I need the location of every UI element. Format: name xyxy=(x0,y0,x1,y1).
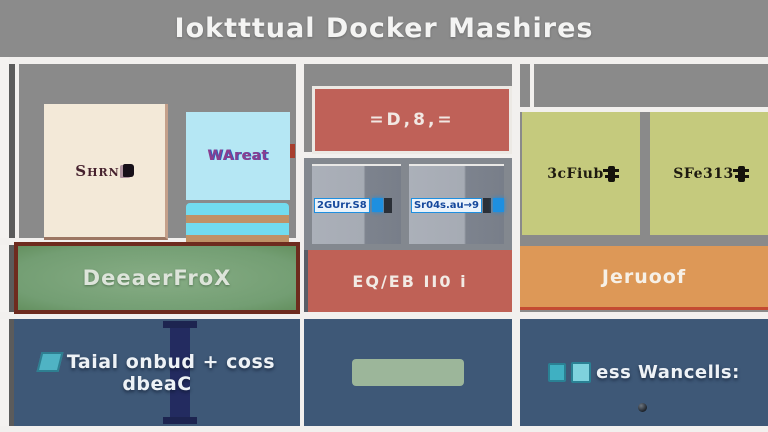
container-group: 2GUrr.S8 Sr04s.au→9 xyxy=(304,158,512,250)
navy-panel-right: ess Wancells: xyxy=(520,319,768,426)
stack-layer-cyan xyxy=(186,223,289,235)
navy-panel-left: Taial onbud + coss dbeaC xyxy=(14,319,300,426)
navy-left-line2-row: dbeaC xyxy=(122,373,191,395)
ink-blob-icon xyxy=(122,164,134,177)
blue-square-icon xyxy=(493,198,504,212)
container-left: 2GUrr.S8 xyxy=(312,164,401,244)
right-column-separator xyxy=(520,107,768,112)
orange-bar: Jeruoof xyxy=(520,246,768,310)
column-divider-2b xyxy=(530,64,534,108)
sage-bar xyxy=(352,359,464,386)
green-bar-label: DeeaerFroX xyxy=(82,266,232,290)
diagram-title: Ioktttual Docker Mashires xyxy=(174,13,594,44)
bottom-frame-line xyxy=(0,426,768,432)
olive-card-right: SFe313 xyxy=(650,112,768,235)
stack-layer-tan xyxy=(186,215,289,223)
red-top-box: =D,8,= xyxy=(312,86,512,154)
sky-card: WAreat xyxy=(186,112,290,200)
teal-cube-icon xyxy=(571,362,592,383)
title-separator-line xyxy=(0,57,768,64)
plug-icon xyxy=(732,165,749,182)
parallelogram-icon xyxy=(36,351,64,372)
navy-left-line2: dbeaC xyxy=(122,372,192,395)
red-mid-bar-label: EQ/EB II0 i xyxy=(352,271,468,291)
navy-left-line1-row: Taial onbud + coss xyxy=(36,350,276,373)
red-tick-mark xyxy=(289,144,295,158)
layers-stack-icon xyxy=(186,203,289,247)
olive-card-left: 3cFiub xyxy=(522,112,640,235)
red-top-box-label: =D,8,= xyxy=(369,110,455,130)
blue-square-icon xyxy=(371,198,383,212)
sky-card-label: WAreat xyxy=(207,148,269,164)
left-frame-bar xyxy=(9,64,15,432)
cream-card-label: Shrn xyxy=(75,161,120,180)
navy-right-label: ess Wancells: xyxy=(596,362,740,383)
teal-cube-icon xyxy=(548,363,567,382)
stack-layer-cyan xyxy=(186,203,289,215)
cream-card: Shrn xyxy=(44,104,168,240)
left-inner-line xyxy=(15,64,19,240)
middle-column-separator xyxy=(304,152,512,158)
title-bar: Ioktttual Docker Mashires xyxy=(0,0,768,57)
olive-left-label: 3cFiub xyxy=(547,165,604,182)
container-right-label: Sr04s.au→9 xyxy=(410,197,482,213)
container-left-label: 2GUrr.S8 xyxy=(314,197,370,213)
navy-panel-middle xyxy=(304,319,512,426)
dark-notch-icon xyxy=(483,197,491,213)
container-right-tag: Sr04s.au→9 xyxy=(410,197,504,213)
column-divider-2 xyxy=(512,64,520,426)
dark-notch-icon xyxy=(383,197,392,213)
navy-left-line1: Taial onbud + coss xyxy=(66,350,276,373)
orange-bar-label: Jeruoof xyxy=(601,265,687,288)
plug-icon xyxy=(602,165,619,182)
olive-right-label: SFe313 xyxy=(673,165,734,182)
row-separator-2 xyxy=(0,312,768,319)
column-divider-1 xyxy=(296,64,304,426)
red-mid-bar: EQ/EB II0 i xyxy=(304,250,512,312)
pillar-icon xyxy=(163,321,197,424)
stack-layer-tan xyxy=(186,235,289,243)
container-right: Sr04s.au→9 xyxy=(408,164,504,244)
container-left-tag: 2GUrr.S8 xyxy=(314,197,392,213)
dot-icon xyxy=(638,403,647,412)
green-bar: DeeaerFroX xyxy=(14,242,300,314)
